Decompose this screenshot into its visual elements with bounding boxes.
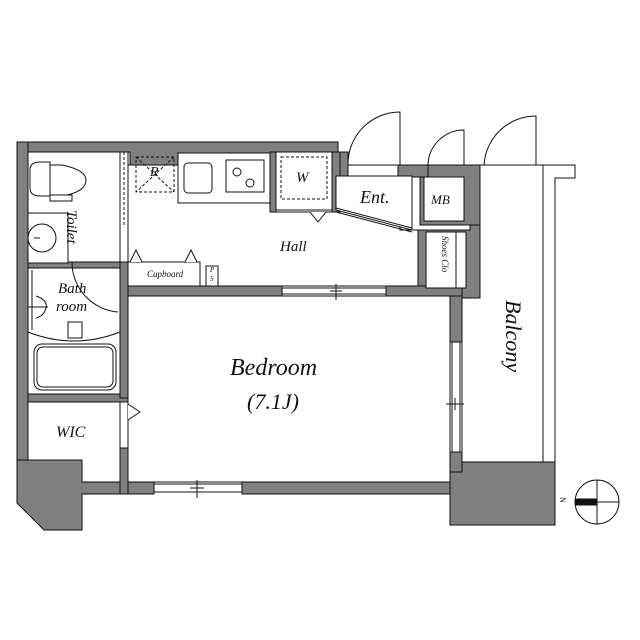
compass-north-label: N bbox=[558, 497, 567, 503]
room-shoes-closet bbox=[425, 231, 467, 289]
bathroom-label-1: Bath bbox=[58, 281, 87, 297]
entrance-label: Ent. bbox=[360, 187, 390, 207]
compass-icon bbox=[574, 479, 620, 525]
room-bedroom bbox=[127, 295, 451, 483]
shoes-closet-label: Shoes Clo bbox=[440, 236, 450, 273]
windows bbox=[153, 284, 464, 498]
entrance-door bbox=[335, 111, 537, 233]
refrigerator-label: R bbox=[150, 165, 159, 180]
room-balcony bbox=[461, 164, 576, 463]
washer-label: W bbox=[296, 170, 309, 186]
toilet-label: Toilet bbox=[63, 210, 79, 244]
sliding-partition bbox=[119, 151, 129, 263]
bathroom-fixture bbox=[27, 261, 121, 391]
washer-space bbox=[275, 151, 333, 223]
bedroom-label: Bedroom bbox=[230, 355, 318, 381]
room-entrance bbox=[335, 175, 413, 231]
room-mb bbox=[423, 176, 465, 222]
cupboard-label: Cupboard bbox=[147, 269, 184, 279]
toilet-fixture bbox=[27, 161, 87, 264]
bedroom-size-label: (7.1J) bbox=[247, 389, 299, 414]
cupboard bbox=[127, 248, 219, 287]
pipe-space-label-2: S bbox=[210, 275, 214, 283]
refrigerator-space bbox=[135, 156, 175, 193]
bathroom-label-2: room bbox=[56, 299, 88, 315]
pipe-space-label-1: P bbox=[210, 266, 215, 274]
meter-box-label: MB bbox=[431, 192, 450, 207]
wic-label: WIC bbox=[56, 424, 86, 441]
kitchen-counter bbox=[177, 152, 271, 204]
hall-label: Hall bbox=[280, 239, 307, 255]
wic-door bbox=[119, 401, 141, 449]
balcony-label: Balcony bbox=[501, 300, 526, 373]
